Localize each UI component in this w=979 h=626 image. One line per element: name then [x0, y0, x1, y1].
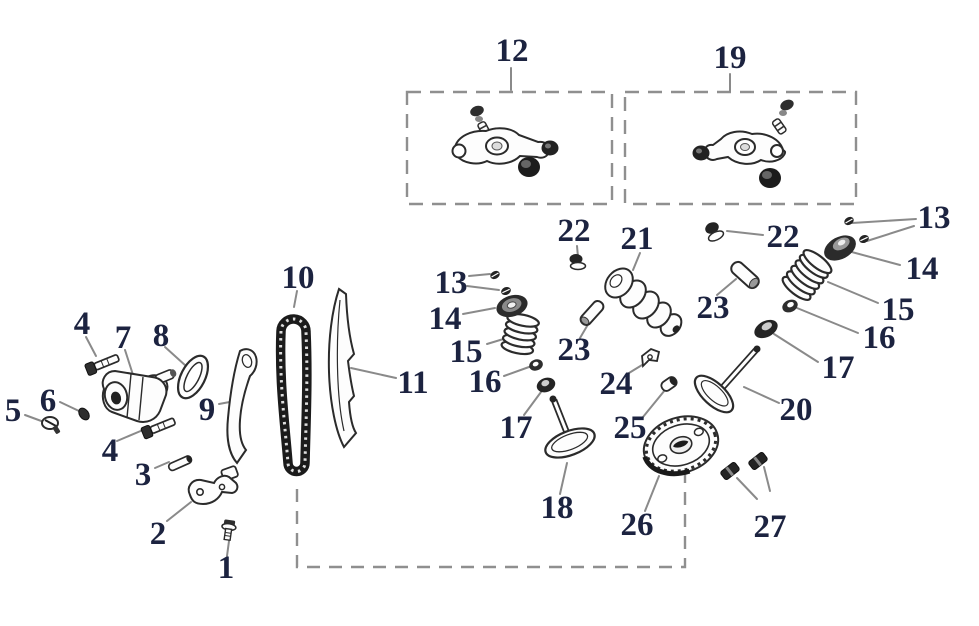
assembly-box-12 — [405, 90, 614, 206]
callout-6: 6 — [40, 383, 57, 419]
callout-box-12: 12 — [496, 33, 529, 69]
part-bolt-4-bottom — [140, 417, 176, 440]
callout-25: 25 — [614, 410, 647, 446]
callout-23-right: 23 — [697, 290, 730, 326]
part-camshaft — [604, 267, 683, 337]
callout-26: 26 — [621, 507, 654, 543]
callout-13-right: 13 — [918, 200, 951, 236]
part-rocker-shaft-right — [730, 260, 760, 290]
part-bolt-22-right — [705, 222, 725, 242]
callout-8: 8 — [153, 318, 170, 354]
part-valve-seal-right — [754, 319, 778, 339]
callout-1: 1 — [218, 550, 235, 586]
part-bolt-4-top — [84, 354, 120, 376]
part-bolt-1 — [221, 519, 237, 542]
part-gasket — [176, 354, 210, 400]
part-bushing-25 — [660, 376, 678, 392]
part-bracket-2 — [187, 465, 239, 506]
callout-22-right: 22 — [767, 219, 800, 255]
part-dowel-6 — [78, 407, 90, 421]
part-chain-guide-9 — [226, 348, 258, 465]
callout-20: 20 — [780, 392, 813, 428]
part-valve-spring-left — [500, 312, 540, 356]
part-bolt-22-left — [569, 254, 587, 271]
part-spring-retainer-right — [824, 235, 856, 261]
assembly-box-19 — [623, 90, 858, 206]
callout-15-left: 15 — [450, 334, 483, 370]
part-cam-sprocket — [642, 415, 720, 477]
callout-4-top: 4 — [74, 306, 91, 342]
callout-16-right: 16 — [863, 320, 896, 356]
callout-9: 9 — [199, 392, 216, 428]
part-spring-retainer-left — [496, 294, 528, 318]
part-tensioner — [101, 369, 177, 423]
callout-14-right: 14 — [906, 251, 939, 287]
callout-11: 11 — [397, 365, 428, 401]
part-rocker-assembly-12 — [451, 105, 559, 177]
assembly-box-bottom — [295, 471, 687, 569]
part-studs-27 — [720, 452, 768, 480]
part-screw-5 — [41, 416, 61, 434]
callout-15-right: 15 — [882, 292, 915, 328]
part-valve-20 — [693, 345, 761, 414]
callout-labels: 12 19 13 22 21 22 14 10 13 15 23 14 4 8 … — [5, 33, 951, 586]
part-valve-seal-left — [536, 377, 556, 393]
callout-24: 24 — [600, 366, 633, 402]
callout-7: 7 — [115, 320, 132, 356]
callout-22-left: 22 — [558, 213, 591, 249]
part-valve-18 — [544, 395, 596, 459]
callout-13-left: 13 — [435, 265, 468, 301]
callout-23-left: 23 — [558, 332, 591, 368]
part-chain-guide-11 — [327, 287, 358, 449]
part-pin-3 — [167, 455, 193, 472]
callout-18: 18 — [541, 490, 574, 526]
callout-5: 5 — [5, 393, 22, 429]
part-rocker-shaft-left — [579, 299, 605, 327]
callout-4-bottom: 4 — [102, 433, 119, 469]
callout-3: 3 — [135, 457, 152, 493]
part-spring-seat-right — [782, 299, 798, 313]
callout-14-left: 14 — [429, 301, 462, 337]
callout-10: 10 — [282, 260, 315, 296]
callout-2: 2 — [150, 516, 167, 552]
part-valve-keepers — [490, 216, 869, 296]
callout-17-left: 17 — [500, 410, 533, 446]
part-rocker-assembly-19 — [692, 99, 794, 188]
part-keeper-plate-24 — [641, 347, 661, 368]
part-valve-spring-right — [781, 249, 833, 301]
callout-21: 21 — [621, 221, 654, 257]
part-timing-chain — [275, 314, 312, 477]
callout-16-left: 16 — [469, 364, 502, 400]
callout-box-19: 19 — [714, 40, 747, 76]
part-spring-seat-left — [529, 359, 543, 371]
callout-27: 27 — [754, 509, 787, 545]
callout-17-right: 17 — [822, 350, 855, 386]
